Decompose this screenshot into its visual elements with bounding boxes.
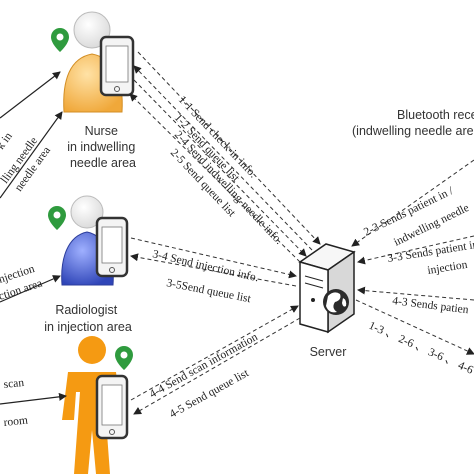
nurse-server-messages: 1-1 Send check-in info. 1-2 Send queue l… [168, 94, 285, 247]
bluetooth-server-arrows [351, 159, 474, 355]
phone-icon [99, 35, 135, 97]
edge-arrow-bottom [0, 392, 67, 405]
nurse-label: Nurse in indwelling needle area [67, 124, 139, 170]
edge-arrow-top-1 [0, 71, 61, 119]
patient-body [62, 372, 122, 474]
arrow-4-3 [357, 286, 474, 301]
bluetooth-label-line-2: (indwelling needle are [352, 124, 474, 138]
server-figure: Server [298, 243, 356, 359]
location-pin-icon [51, 28, 69, 52]
nurse-server-arrows [129, 51, 321, 263]
radiologist-figure: Radiologist in injection area [44, 195, 132, 334]
radiologist-label: Radiologist in injection area [44, 303, 132, 334]
server-label: Server [310, 345, 347, 359]
location-pin-icon [115, 346, 133, 370]
phone-icon [95, 216, 129, 278]
patient-figure [62, 336, 133, 474]
arrow-3-4 [130, 237, 297, 279]
globe-icon [323, 289, 349, 315]
arrow-x-6 [355, 299, 474, 355]
message-3-5: 3-5Send queue list [165, 277, 252, 305]
arrow-2-4 [133, 79, 307, 257]
message-x-6: 1-3 、 2-6 、 3-6 、 4-6 [367, 320, 474, 377]
arrow-1-1 [137, 51, 321, 245]
left-edge-arrows [0, 71, 67, 405]
server-front [299, 261, 329, 333]
arrow-1-2 [133, 65, 313, 251]
location-pin-icon [48, 206, 66, 230]
bluetooth-receiver-label: Bluetooth recei (indwelling needle are [352, 108, 474, 138]
edge-bottom-line-2: room [3, 415, 28, 429]
arrow-4-5 [133, 317, 301, 415]
arrow-4-4 [130, 305, 299, 401]
arrow-3-3 [357, 235, 474, 265]
radiologist-label-line-1: Radiologist [55, 303, 117, 317]
nurse-label-line-1: Nurse [85, 124, 118, 138]
phone-icon [95, 374, 129, 440]
bluetooth-label-line-1: Bluetooth recei [397, 108, 474, 122]
patient-server-arrows [130, 305, 301, 415]
radiologist-server-arrows [130, 237, 297, 287]
radiologist-label-line-2: in injection area [44, 320, 132, 334]
edge-bottom-line-1: scan [3, 377, 25, 391]
message-3-3-line-2: injection [427, 259, 469, 277]
nurse-label-line-2: in indwelling [67, 140, 135, 154]
edge-arrow-mid [0, 275, 61, 303]
arrow-2-5 [129, 93, 301, 263]
bluetooth-server-messages: 2-3 Sends patient in / indwelling needle… [362, 185, 474, 377]
edge-top-line-1: k in [0, 130, 15, 151]
nurse-label-line-3: needle area [70, 156, 136, 170]
radiologist-head [70, 195, 104, 229]
left-edge-text: k in lling needle needle area njection c… [0, 130, 53, 429]
arrow-2-3 [351, 159, 474, 247]
nurse-figure: Nurse in indwelling needle area [51, 11, 139, 170]
patient-head [78, 336, 106, 364]
edge-arrow-top-2 [0, 111, 63, 199]
